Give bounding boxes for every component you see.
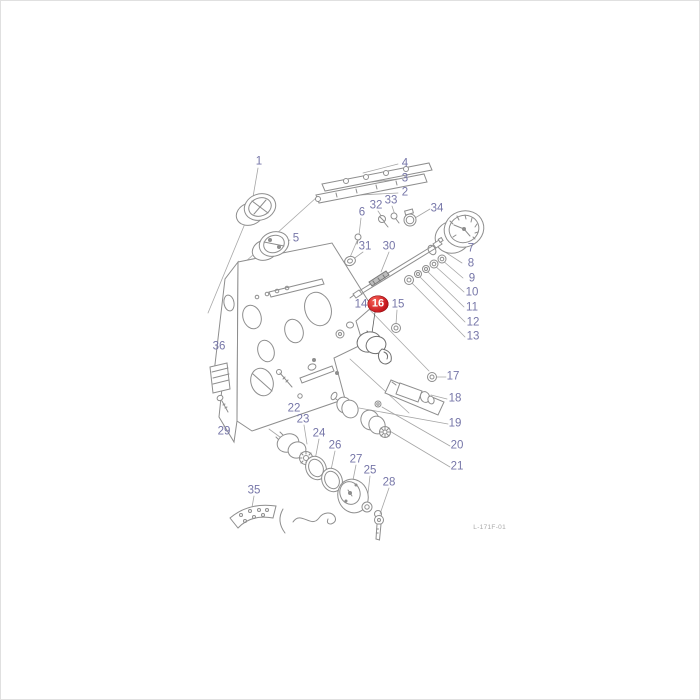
part-callout-10[interactable]: 10 bbox=[465, 286, 479, 299]
part-callout-28[interactable]: 28 bbox=[382, 476, 396, 489]
part-callout-33[interactable]: 33 bbox=[384, 194, 398, 207]
part-callout-2[interactable]: 2 bbox=[401, 186, 409, 199]
part-callout-29[interactable]: 29 bbox=[217, 425, 231, 438]
screw-33 bbox=[390, 212, 400, 224]
switch-16-highlighted-part bbox=[356, 330, 392, 365]
nut-17 bbox=[427, 372, 437, 382]
part-callout-34[interactable]: 34 bbox=[430, 202, 444, 215]
part-callout-36[interactable]: 36 bbox=[212, 340, 226, 353]
part-callout-7[interactable]: 7 bbox=[467, 242, 475, 255]
part-callout-22[interactable]: 22 bbox=[287, 402, 301, 415]
part-callout-24[interactable]: 24 bbox=[312, 427, 326, 440]
part-callout-8[interactable]: 8 bbox=[467, 257, 475, 270]
cable-washers-8-13 bbox=[404, 254, 447, 285]
part-callout-17[interactable]: 17 bbox=[446, 370, 460, 383]
part-callout-15[interactable]: 15 bbox=[391, 298, 405, 311]
part-callout-35[interactable]: 35 bbox=[247, 484, 261, 497]
part-callout-27[interactable]: 27 bbox=[349, 453, 363, 466]
light-switch-23 bbox=[275, 431, 313, 465]
washer-14 bbox=[346, 321, 354, 329]
part-callout-14[interactable]: 14 bbox=[354, 298, 368, 311]
part-callout-12[interactable]: 12 bbox=[466, 316, 480, 329]
grommet-31 bbox=[344, 255, 356, 267]
lamp-bracket-2-3-4 bbox=[315, 162, 433, 204]
part-callout-11[interactable]: 11 bbox=[466, 301, 478, 314]
part-callout-31[interactable]: 31 bbox=[358, 240, 372, 253]
nut-15 bbox=[391, 323, 401, 333]
gauge-1 bbox=[235, 193, 277, 226]
part-callout-4[interactable]: 4 bbox=[401, 157, 409, 170]
key-28 bbox=[374, 510, 384, 541]
part-callout-3[interactable]: 3 bbox=[401, 172, 409, 185]
instrument-panel bbox=[213, 242, 373, 444]
part-callout-20[interactable]: 20 bbox=[450, 439, 464, 452]
part-callout-16-highlighted[interactable]: 16 bbox=[367, 295, 389, 313]
rotary-switch-21 bbox=[360, 409, 391, 438]
part-callout-13[interactable]: 13 bbox=[466, 330, 480, 343]
clamp-34 bbox=[403, 208, 417, 227]
tachometer-7 bbox=[427, 210, 485, 256]
part-callout-19[interactable]: 19 bbox=[448, 417, 462, 430]
part-callout-9[interactable]: 9 bbox=[468, 272, 476, 285]
drive-cable-30 bbox=[349, 236, 444, 299]
gauge-5 bbox=[251, 231, 290, 261]
part-callout-32[interactable]: 32 bbox=[369, 199, 383, 212]
toggle-switch-19-20 bbox=[330, 391, 382, 419]
nut-25 bbox=[361, 501, 373, 513]
switch-18 bbox=[391, 381, 435, 405]
part-callout-6[interactable]: 6 bbox=[358, 206, 366, 219]
part-callout-21[interactable]: 21 bbox=[450, 460, 464, 473]
part-callout-23[interactable]: 23 bbox=[296, 413, 310, 426]
part-callout-5[interactable]: 5 bbox=[292, 232, 300, 245]
ignition-switch-27 bbox=[337, 478, 369, 514]
drawing-code: L-171F-01 bbox=[473, 524, 506, 531]
ring-26 bbox=[321, 467, 343, 493]
wiring-harness bbox=[279, 508, 336, 534]
sector-plate-35 bbox=[229, 504, 277, 529]
plate-36 bbox=[209, 362, 231, 394]
part-callout-25[interactable]: 25 bbox=[363, 464, 377, 477]
screw-32 bbox=[378, 215, 389, 228]
ring-24 bbox=[305, 455, 327, 481]
pin-6 bbox=[354, 233, 362, 245]
part-callout-26[interactable]: 26 bbox=[328, 439, 342, 452]
screw-29 bbox=[216, 394, 229, 413]
part-callout-18[interactable]: 18 bbox=[448, 392, 462, 405]
part-callout-30[interactable]: 30 bbox=[382, 240, 396, 253]
part-callout-1[interactable]: 1 bbox=[255, 155, 263, 168]
stud-part-22 bbox=[297, 393, 303, 399]
